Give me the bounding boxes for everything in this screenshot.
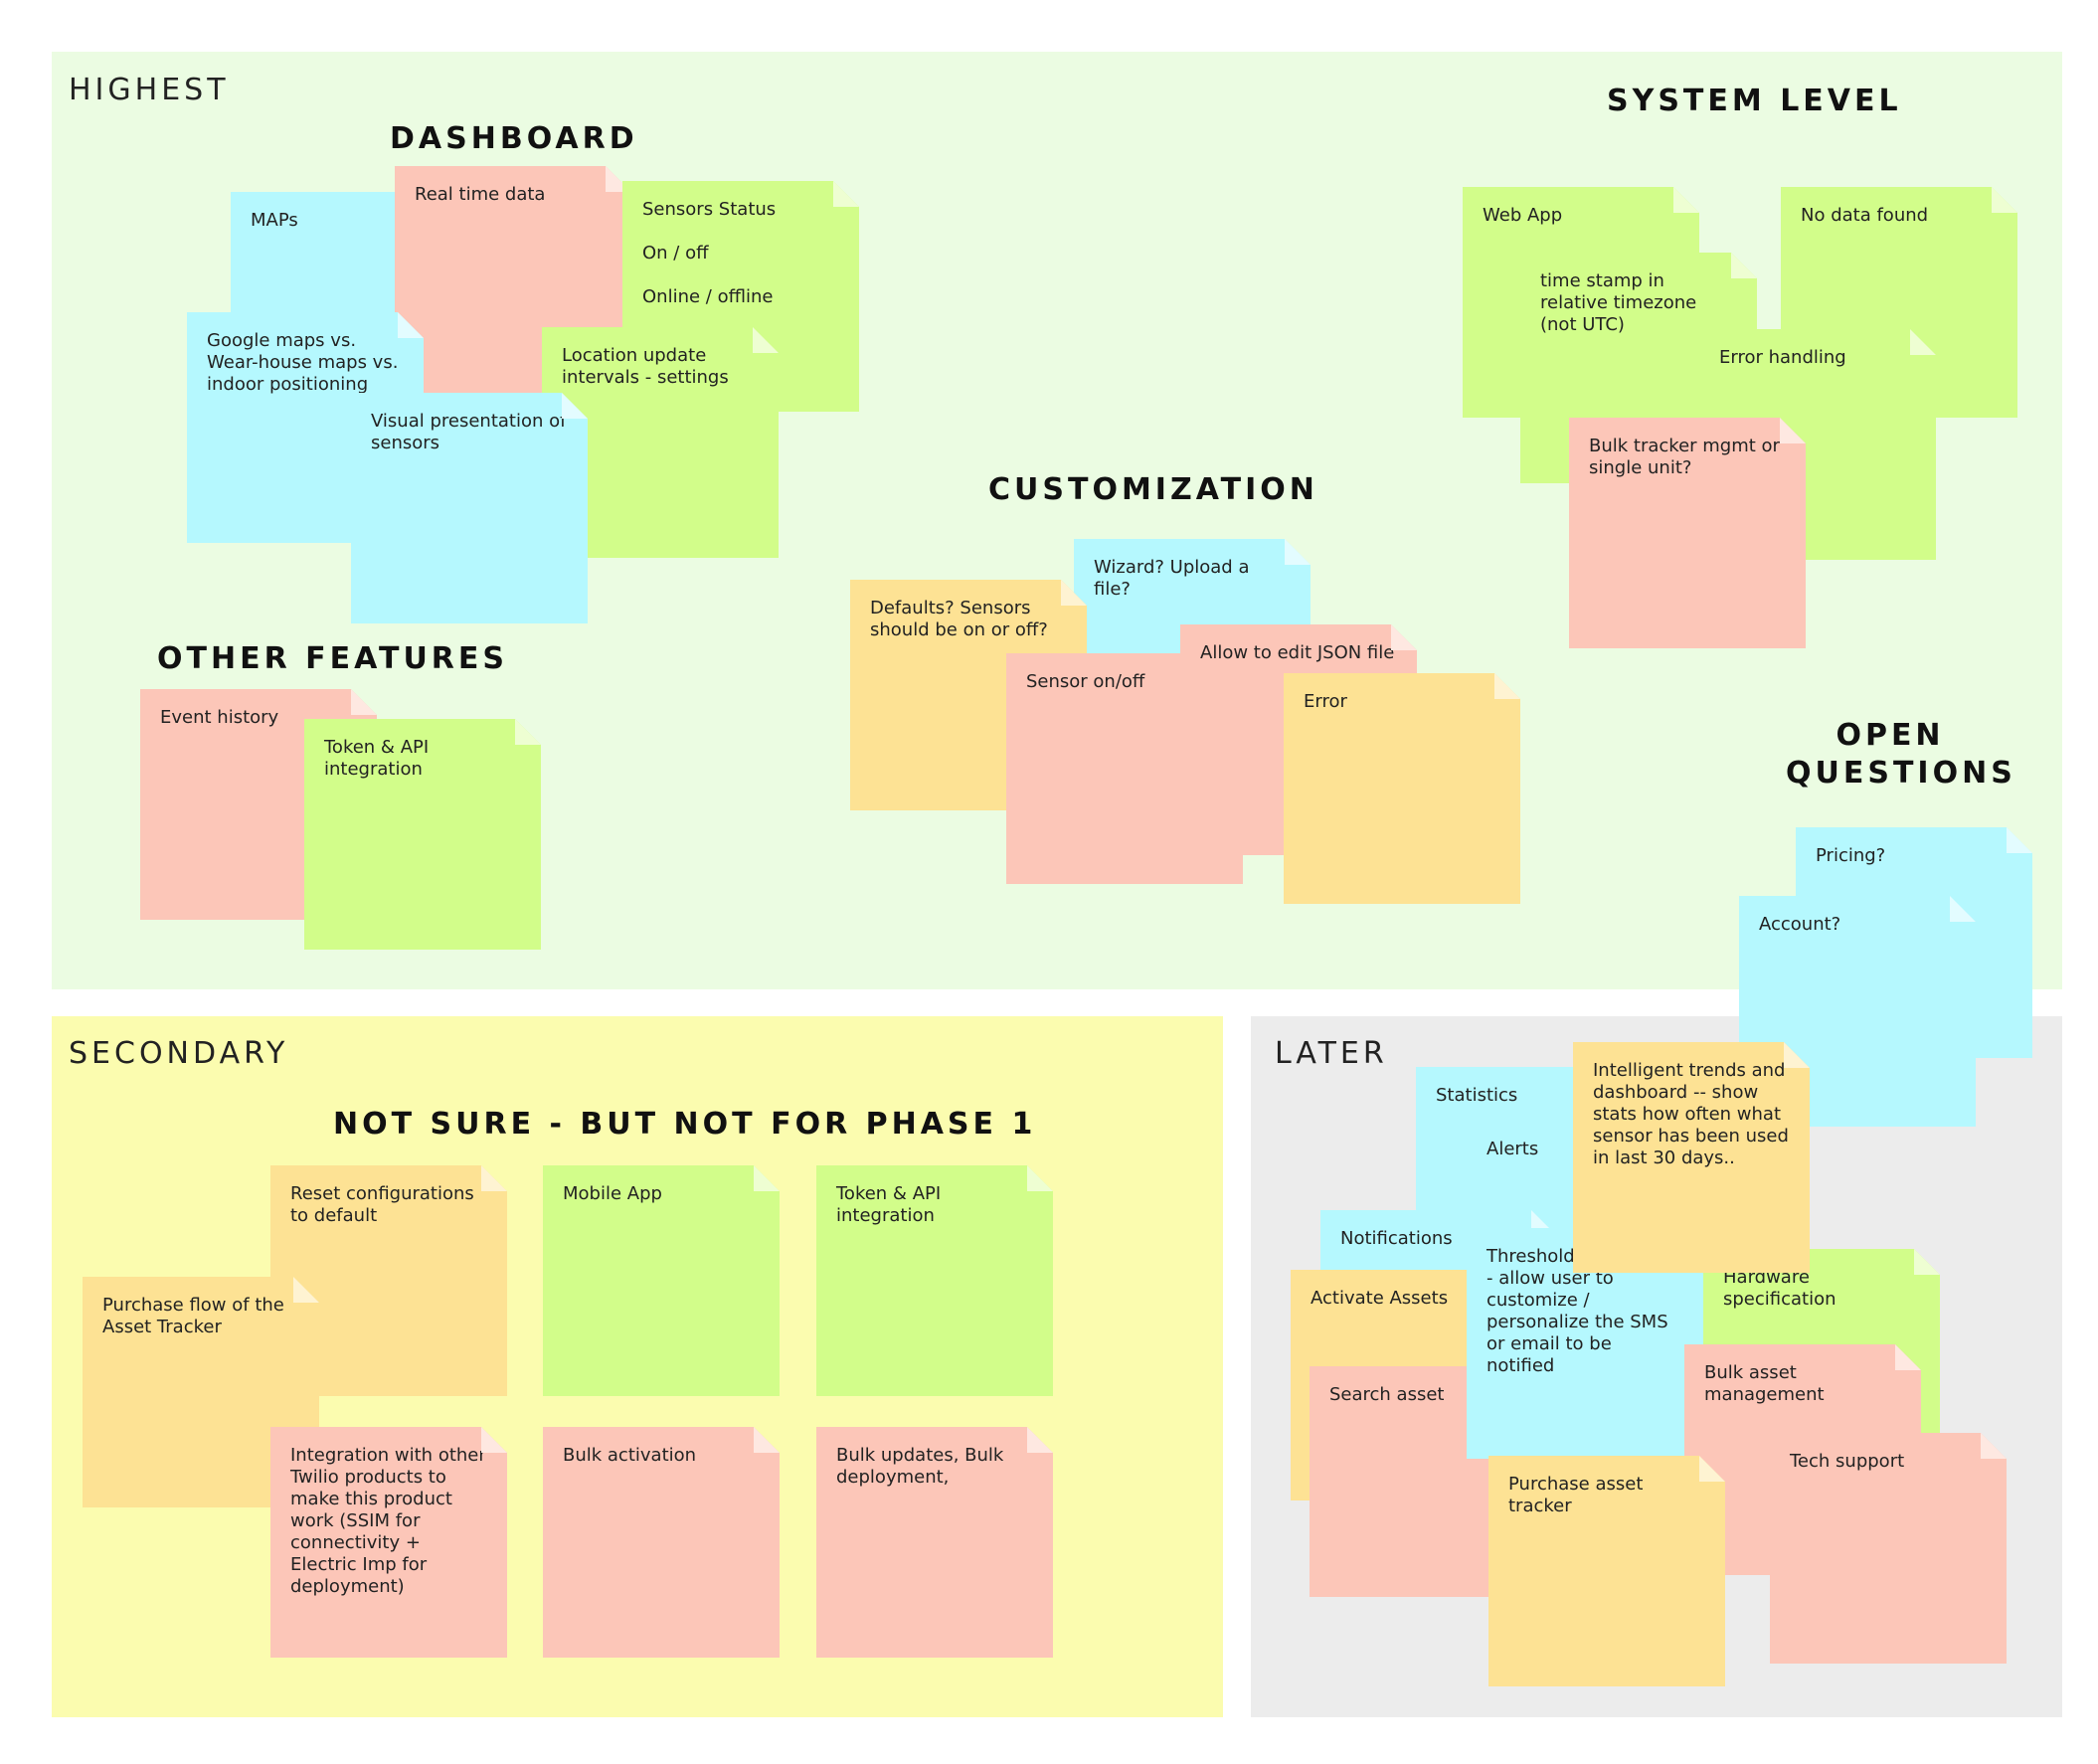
sticky-note-bulk-activation[interactable]: Bulk activation	[543, 1427, 780, 1658]
sticky-note-token-api-highest[interactable]: Token & API integration	[304, 719, 541, 950]
sticky-note-visual-presentation[interactable]: Visual presentation of sensors	[351, 393, 588, 623]
sticky-note-token-api-secondary[interactable]: Token & API integration	[816, 1165, 1053, 1396]
sticky-note-bulk-tracker[interactable]: Bulk tracker mgmt or single unit?	[1569, 418, 1806, 648]
group-title-system-level: SYSTEM LEVEL	[1607, 84, 1902, 118]
sticky-note-intelligent-trends[interactable]: Intelligent trends and dashboard -- show…	[1573, 1042, 1810, 1273]
zone-label-secondary: SECONDARY	[69, 1036, 289, 1071]
zone-label-later: LATER	[1275, 1036, 1388, 1071]
sticky-note-bulk-updates[interactable]: Bulk updates, Bulk deployment,	[816, 1427, 1053, 1658]
zone-label-highest: HIGHEST	[69, 73, 230, 107]
sticky-note-tech-support[interactable]: Tech support	[1770, 1433, 2007, 1664]
sticky-note-purchase-asset-tracker[interactable]: Purchase asset tracker	[1488, 1456, 1725, 1686]
sticky-note-integration-twilio[interactable]: Integration with other Twilio products t…	[270, 1427, 507, 1658]
group-title-open-questions-line1: OPEN	[1836, 718, 1945, 753]
group-title-open-questions-line2: QUESTIONS	[1786, 756, 2016, 791]
group-title-dashboard: DASHBOARD	[390, 121, 638, 156]
group-title-customization: CUSTOMIZATION	[988, 472, 1318, 507]
group-title-other-features: OTHER FEATURES	[157, 641, 509, 676]
sticky-note-error[interactable]: Error	[1284, 673, 1520, 904]
group-title-open-questions: OPEN QUESTIONS	[1786, 717, 2012, 793]
group-title-not-sure: NOT SURE - BUT NOT FOR PHASE 1	[333, 1107, 1037, 1142]
sticky-note-mobile-app[interactable]: Mobile App	[543, 1165, 780, 1396]
